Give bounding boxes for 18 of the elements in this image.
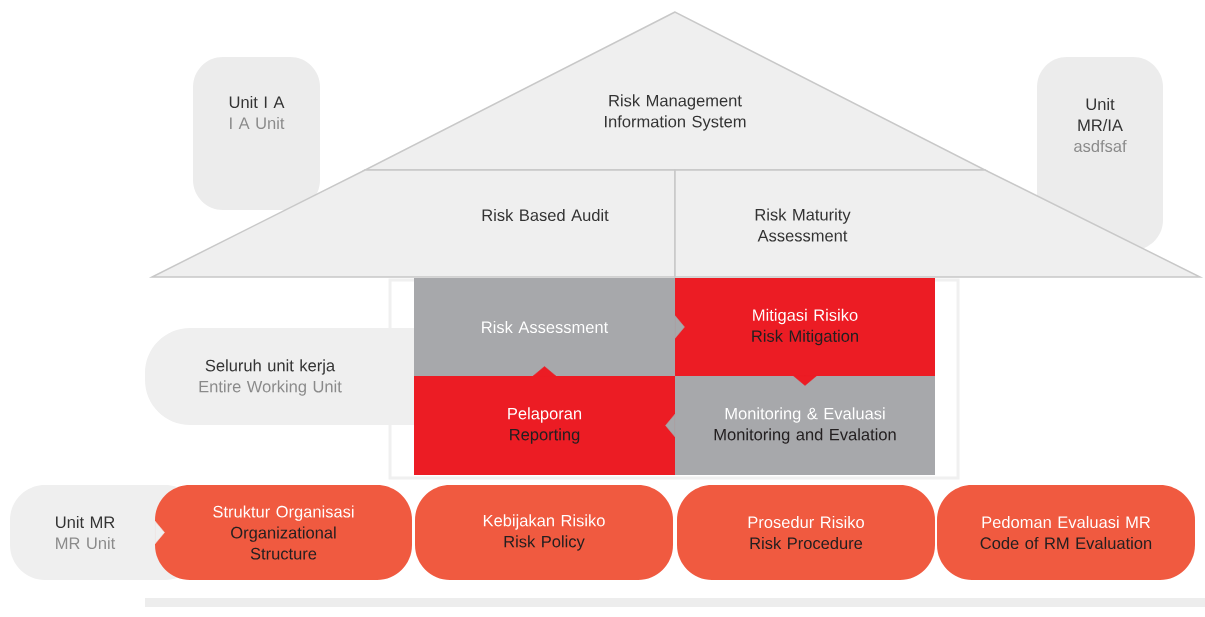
chevron-arrow xyxy=(153,520,165,545)
rounded-box: Struktur Organisasi Organizational Structure xyxy=(155,485,412,580)
process-box: Monitoring & Evaluasi Monitoring and Evalation xyxy=(675,376,935,475)
roof-panel: Risk Maturity Assessment xyxy=(674,169,1204,278)
process-box: Pelaporan Reporting xyxy=(414,376,675,475)
rounded-box: Pedoman Evaluasi MR Code of RM Evaluation xyxy=(937,485,1195,580)
process-box: Risk Assessment xyxy=(414,278,675,376)
chevron-arrow xyxy=(665,413,677,438)
node-label: Unit MR/IA xyxy=(1078,97,1123,132)
chimney-box: Unit I A I A Unit xyxy=(193,57,320,210)
process-box: Mitigasi Risiko Risk Mitigation xyxy=(675,278,935,376)
chevron-arrow xyxy=(673,315,685,339)
rounded-box: Prosedur Risiko Risk Procedure xyxy=(677,485,935,580)
rounded-box: Kebijakan Risiko Risk Policy xyxy=(415,485,673,580)
chevron-arrow xyxy=(793,374,817,386)
node-label: asdfsaf xyxy=(1074,139,1127,153)
pointer-box: Seluruh unit kerja Entire Working Unit xyxy=(145,328,447,425)
chevron-arrow xyxy=(532,366,557,378)
